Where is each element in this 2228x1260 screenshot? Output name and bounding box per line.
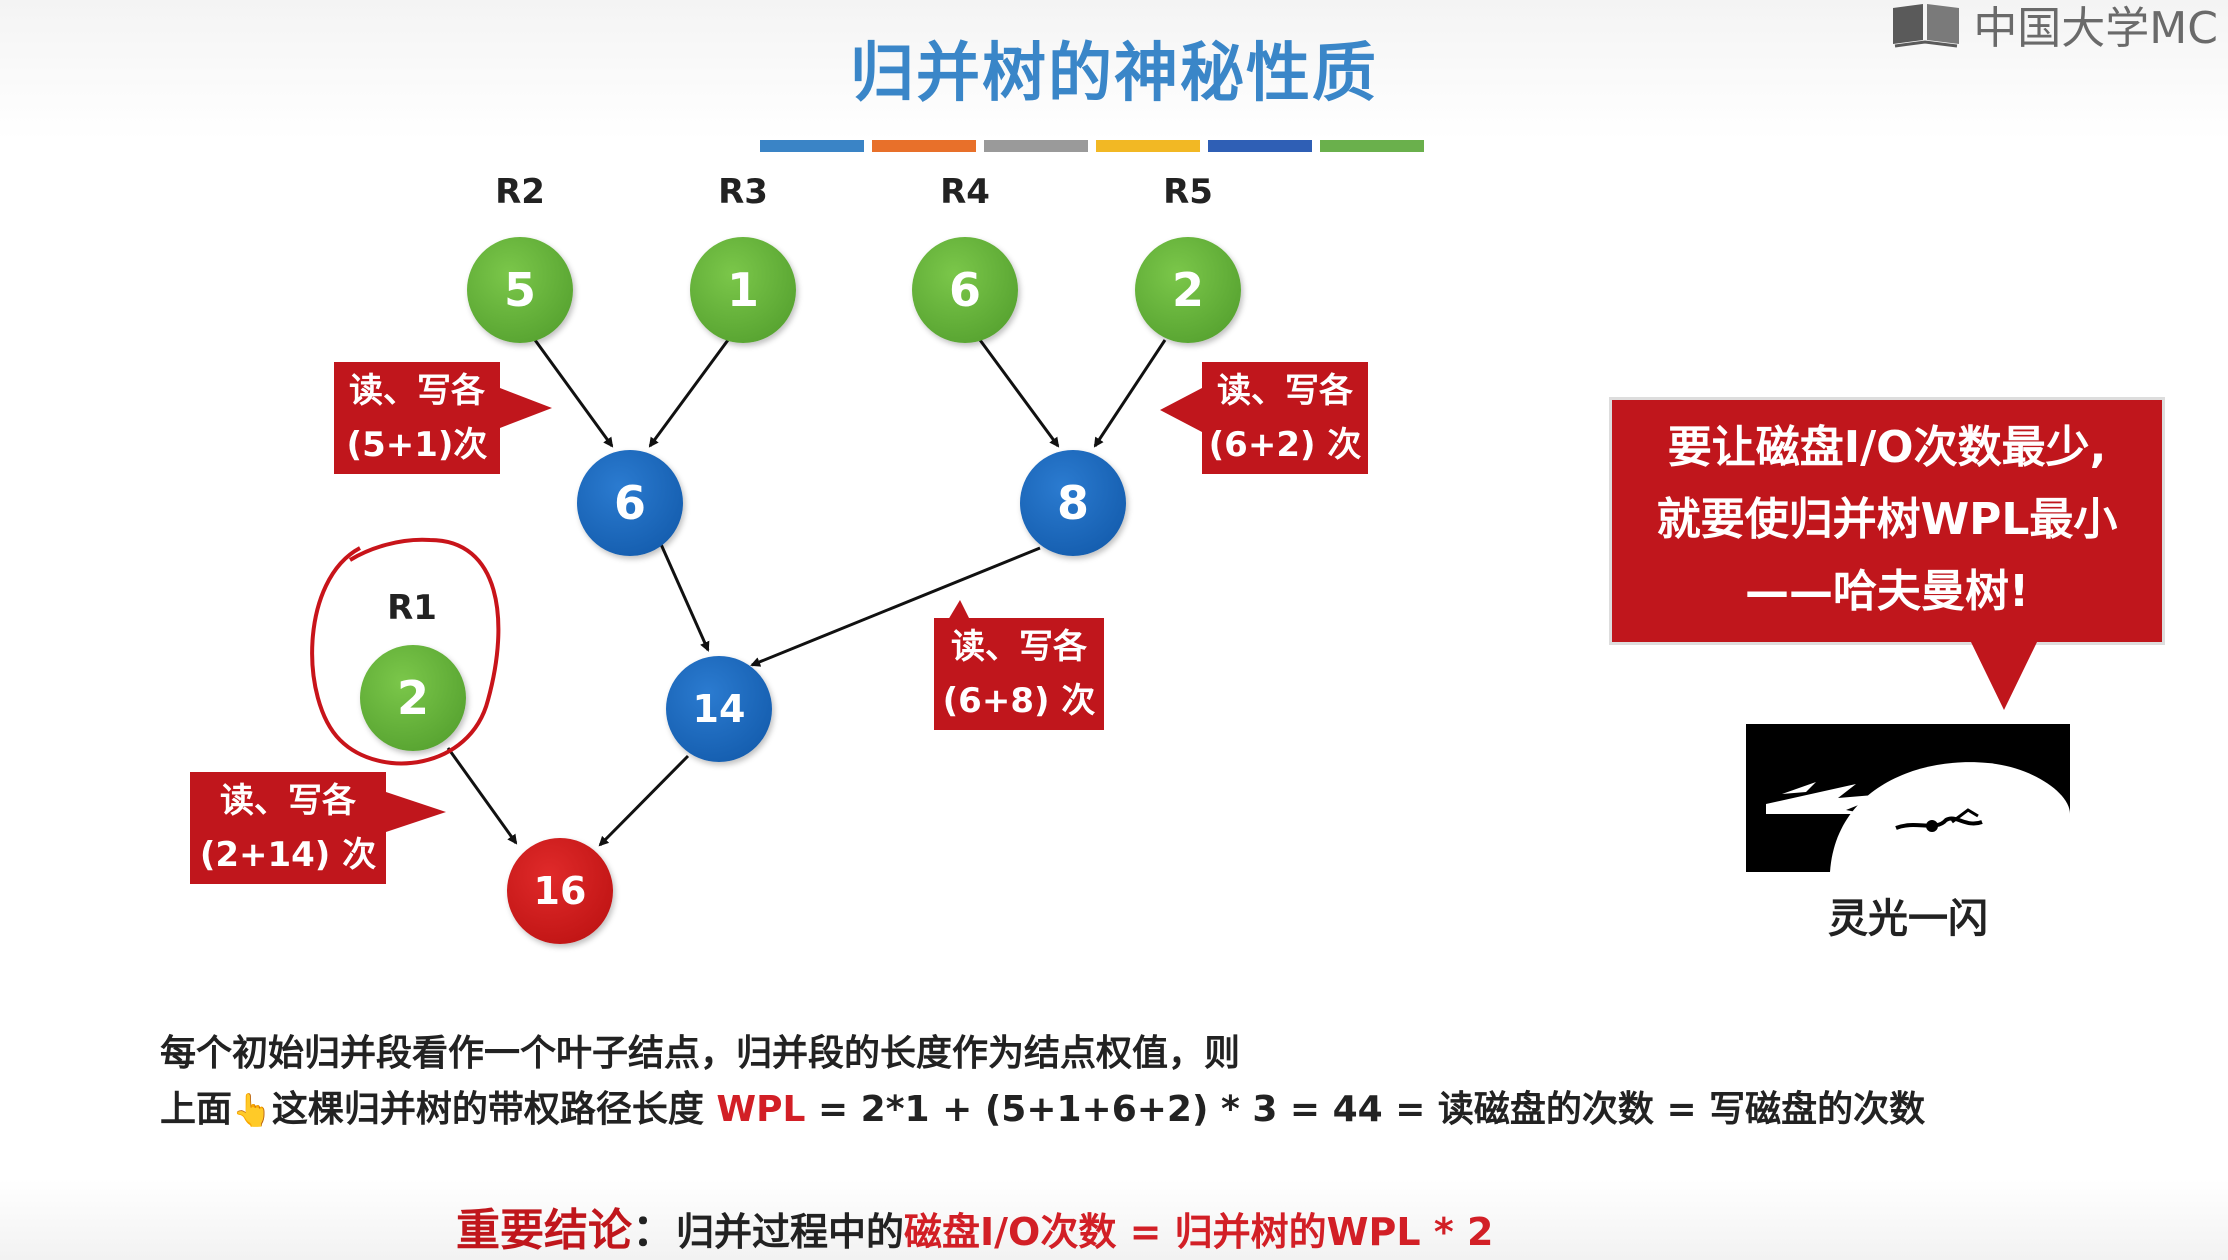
callout-line: ——哈夫曼树! [1744, 566, 2030, 617]
conclusion-text: 归并过程中的 [676, 1210, 905, 1254]
tree-node-r5: 2 [1135, 237, 1241, 343]
tree-node-r2: 5 [467, 237, 573, 343]
callout-line: (2+14) 次 [199, 835, 377, 875]
callout-c2-pointer [1160, 388, 1202, 432]
key-conclusion: 重要结论：归并过程中的磁盘I/O次数 = 归并树的WPL * 2 [456, 1194, 1493, 1258]
edge-r2-m1 [533, 339, 614, 448]
edge-m3-root [598, 754, 690, 847]
wpl-huffman-callout: 要让磁盘I/O次数最少, 就要使归并树WPL最小 ——哈夫曼树! [1612, 400, 2162, 642]
mooc-book-icon [1893, 4, 1960, 48]
conclusion-highlight: 磁盘I/O次数 = 归并树的WPL * 2 [904, 1210, 1494, 1254]
wpl-term: WPL [716, 1089, 806, 1130]
logo-text: 中国大学MC [1973, 3, 2218, 54]
conclusion-label: 重要结论 [456, 1205, 632, 1256]
tree-node-r4: 6 [912, 237, 1018, 343]
tree-node-merge-6: 6 [577, 450, 683, 556]
callout-line: (5+1)次 [346, 425, 488, 465]
body-line-2: 上面👆这棵归并树的带权路径长度 WPL = 2*1 + (5+1+6+2) * … [160, 1080, 1925, 1132]
color-bar-segment [872, 140, 976, 152]
color-bar-segment [1208, 140, 1312, 152]
callout-read-write-6-2: 读、写各 (6+2) 次 [1202, 362, 1368, 474]
color-bar-segment [760, 140, 864, 152]
edge-r1-root [446, 747, 518, 845]
wpl-callout-pointer [1970, 640, 2038, 710]
color-bar-segment [1096, 140, 1200, 152]
callout-line: 就要使归并树WPL最小 [1656, 494, 2118, 545]
edge-m2-m3 [750, 546, 1041, 667]
callout-line: 读、写各 [1217, 371, 1353, 411]
callout-c1-pointer [500, 388, 552, 428]
edge-r3-m1 [648, 339, 730, 448]
callout-c4-pointer [386, 792, 446, 832]
edge-m1-m3 [658, 541, 710, 652]
tree-node-merge-8: 8 [1020, 450, 1126, 556]
callout-line: 要让磁盘I/O次数最少, [1667, 422, 2107, 473]
tree-node-root-16: 16 [507, 838, 613, 944]
callout-line: (6+2) 次 [1208, 425, 1362, 465]
run-label-r2: R2 [495, 172, 545, 212]
edge-r5-m2 [1093, 339, 1167, 448]
run-label-r5: R5 [1163, 172, 1213, 212]
page-title: 归并树的神秘性质 [850, 37, 1378, 111]
body-text: 这棵归并树的带权路径长度 [271, 1089, 717, 1130]
callout-line: 读、写各 [220, 781, 356, 821]
run-label-r1: R1 [387, 588, 437, 628]
body-line-1: 每个初始归并段看作一个叶子结点，归并段的长度作为结点权值，则 [160, 1033, 1241, 1074]
logo: 中国大学MC [1889, 0, 2218, 54]
conclusion-colon: ： [632, 1205, 676, 1256]
inspiration-image [1746, 724, 2070, 872]
callout-line: 读、写各 [349, 371, 485, 411]
callout-read-write-5-1: 读、写各 (5+1)次 [334, 362, 500, 474]
callout-read-write-2-14: 读、写各 (2+14) 次 [190, 772, 386, 884]
title-color-bar [760, 140, 1424, 152]
callout-read-write-6-8: 读、写各 (6+8) 次 [934, 618, 1104, 730]
r1-highlight-circle [310, 537, 501, 766]
run-label-r4: R4 [940, 172, 990, 212]
color-bar-segment [984, 140, 1088, 152]
body-text: 上面 [160, 1089, 233, 1130]
color-bar-segment [1320, 140, 1424, 152]
tree-node-r3: 1 [690, 237, 796, 343]
lightbulb-moment-illustration [1746, 724, 2070, 872]
tree-node-r1: 2 [360, 645, 466, 751]
run-label-r3: R3 [718, 172, 768, 212]
pointing-up-icon: 👆 [232, 1091, 272, 1129]
edge-r4-m2 [978, 339, 1060, 448]
inspiration-caption: 灵光一闪 [1828, 896, 1988, 942]
callout-line: (6+8) 次 [942, 681, 1096, 721]
wpl-formula: = 2*1 + (5+1+6+2) * 3 = 44 = 读磁盘的次数 = 写磁… [805, 1089, 1926, 1130]
tree-node-merge-14: 14 [666, 656, 772, 762]
callout-line: 读、写各 [951, 627, 1087, 667]
